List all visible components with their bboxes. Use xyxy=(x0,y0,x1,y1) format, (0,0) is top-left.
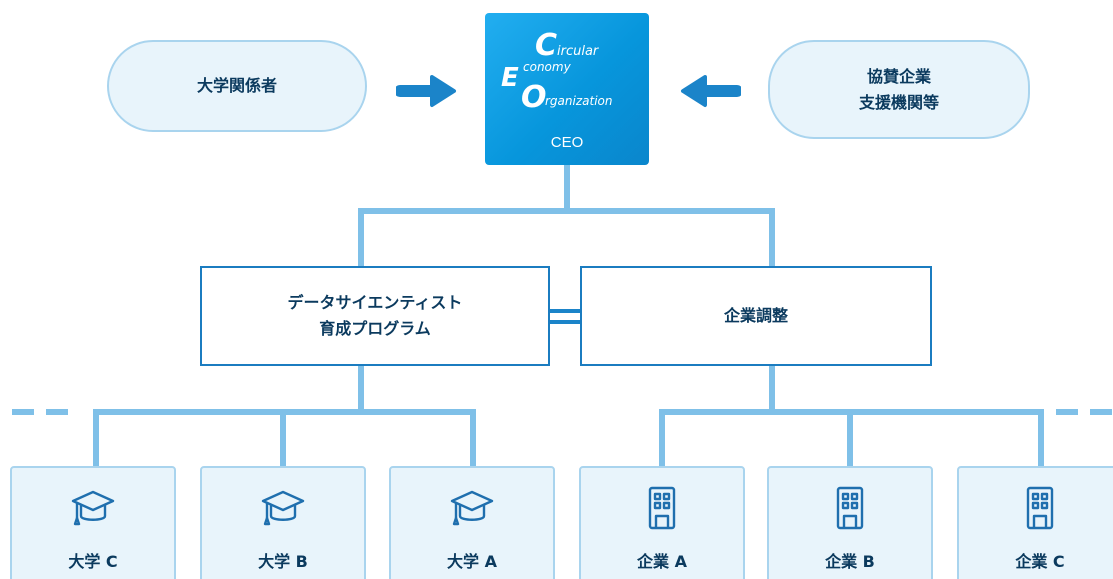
company-a-box: 企業 A xyxy=(579,466,745,579)
logo-word-circular: ircular xyxy=(557,44,599,59)
graduation-cap-icon xyxy=(261,490,305,526)
logo-word-economy: conomy xyxy=(523,60,571,74)
university-c-label: 大学 C xyxy=(68,552,118,571)
university-a-label: 大学 A xyxy=(447,552,497,571)
arrow-left-icon xyxy=(681,75,741,107)
arrow-right-icon xyxy=(396,75,456,107)
connector-ceo-split xyxy=(358,165,775,266)
university-b-label: 大学 B xyxy=(258,552,308,571)
company-b-box: 企業 B xyxy=(767,466,933,579)
ceo-label: CEO xyxy=(550,134,584,151)
graduation-cap-icon xyxy=(71,490,115,526)
logo-initial-c: C xyxy=(535,28,558,63)
corporate-coordination-box: 企業調整 xyxy=(580,266,932,366)
connector-universities xyxy=(93,366,476,466)
university-a-box: 大学 A xyxy=(389,466,555,579)
ceo-logo: C ircular E conomy O rganization xyxy=(497,23,645,123)
stakeholder-university-label: 大学関係者 xyxy=(196,76,277,96)
building-icon xyxy=(1026,486,1054,530)
company-b-label: 企業 B xyxy=(825,552,875,571)
university-c-box: 大学 C xyxy=(10,466,176,579)
logo-word-organization: rganization xyxy=(545,94,613,108)
logo-initial-e: E xyxy=(501,63,519,93)
graduation-cap-icon xyxy=(450,490,494,526)
stakeholder-sponsors-line-1: 協賛企業 xyxy=(866,66,931,86)
company-a-label: 企業 A xyxy=(637,552,687,571)
ceo-box: C ircular E conomy O rganization CEO xyxy=(485,13,649,165)
company-c-box: 企業 C xyxy=(957,466,1113,579)
company-c-label: 企業 C xyxy=(1015,552,1065,571)
stakeholder-sponsors: 協賛企業 支援機関等 xyxy=(768,40,1030,139)
university-b-box: 大学 B xyxy=(200,466,366,579)
stakeholder-university: 大学関係者 xyxy=(107,40,367,132)
data-science-program-line-1: データサイエンティスト xyxy=(287,293,463,313)
connector-companies xyxy=(659,366,1044,466)
stakeholder-sponsors-line-2: 支援機関等 xyxy=(858,92,939,112)
corporate-coordination-label: 企業調整 xyxy=(723,306,788,326)
data-science-program-box: データサイエンティスト 育成プログラム xyxy=(200,266,550,366)
logo-initial-o: O xyxy=(521,80,547,115)
building-icon xyxy=(836,486,864,530)
data-science-program-line-2: 育成プログラム xyxy=(319,319,431,338)
building-icon xyxy=(648,486,676,530)
